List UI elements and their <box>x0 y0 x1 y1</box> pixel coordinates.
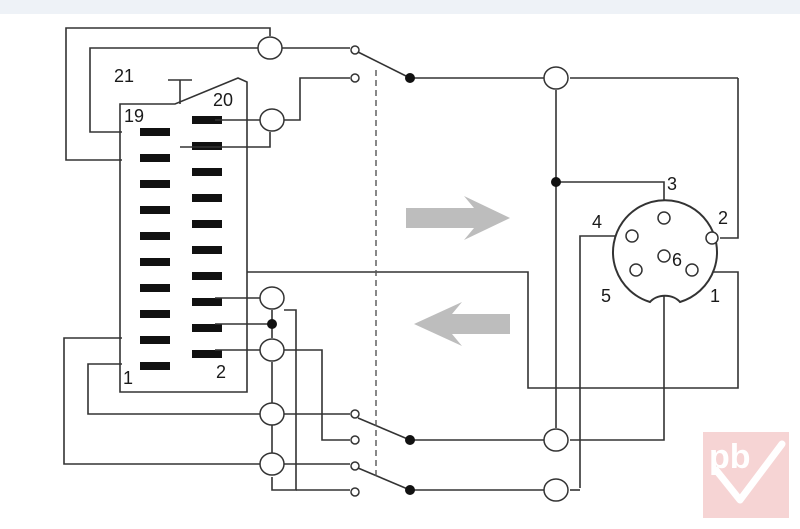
din-pin-5 <box>629 263 643 277</box>
scart-pin21-label: 21 <box>114 66 134 86</box>
wire-pin2 <box>63 337 262 465</box>
shield-ring <box>543 478 569 502</box>
shield-rings <box>257 36 569 502</box>
switch-contact <box>350 435 360 445</box>
scart-pin <box>192 142 222 150</box>
scart-pin20-label: 20 <box>213 90 233 110</box>
scart-pin <box>140 232 170 240</box>
scart-pin <box>140 362 170 370</box>
logo-text: pb <box>709 438 751 476</box>
scart-pin <box>192 246 222 254</box>
scart-pin <box>192 298 222 306</box>
scart-pin <box>140 206 170 214</box>
scart-connector <box>119 77 248 393</box>
scart-pin <box>192 324 222 332</box>
shield-ring <box>259 286 285 310</box>
switch-mid-blade <box>357 417 411 441</box>
checkmark-icon <box>712 440 786 504</box>
junction-dot <box>551 177 561 187</box>
scart-pin <box>140 258 170 266</box>
shield-ring <box>543 428 569 452</box>
din-pin4-label: 4 <box>592 212 602 232</box>
din-pin-2 <box>705 231 719 245</box>
scart-outline <box>119 77 248 393</box>
junction-dot <box>405 435 415 445</box>
din-pin1-label: 1 <box>710 286 720 306</box>
switch-contact <box>350 487 360 497</box>
wire-to-din-pin1 <box>247 271 739 389</box>
din-pin5-label: 5 <box>601 286 611 306</box>
junction-dot <box>405 73 415 83</box>
scart-pin <box>192 350 222 358</box>
din-connector <box>612 199 719 304</box>
shield-ring <box>259 402 285 426</box>
wire-outer-loop-top <box>65 27 271 161</box>
junction-dots <box>267 73 561 495</box>
shield-ring <box>259 108 285 132</box>
switch-top-blade <box>357 51 411 79</box>
din-pin-6 <box>657 249 671 263</box>
scart-pin <box>140 284 170 292</box>
switch-contact <box>350 45 360 55</box>
junction-dot <box>405 485 415 495</box>
wire-lower-to-switch2 <box>284 349 350 441</box>
din-pin3-label: 3 <box>667 174 677 194</box>
wire-to-din-pin2 <box>720 78 739 239</box>
scart-pin <box>140 336 170 344</box>
scart-pin <box>192 168 222 176</box>
top-band <box>0 0 800 14</box>
din-pin6-label: 6 <box>672 250 682 270</box>
scart-pin <box>192 272 222 280</box>
scart-pin <box>140 180 170 188</box>
switch-contact <box>350 73 360 83</box>
shield-ring <box>259 452 285 476</box>
scart-pin <box>192 194 222 202</box>
wire-pin1 <box>87 363 262 415</box>
scart-pin <box>140 310 170 318</box>
din-pin2-label: 2 <box>718 208 728 228</box>
scart-pin19-label: 19 <box>124 106 144 126</box>
din-pin-3 <box>657 211 671 225</box>
arrow-right-icon <box>406 196 510 240</box>
scart-pin <box>192 116 222 124</box>
wire-pin20-ground <box>180 132 271 148</box>
din-pin-1 <box>685 263 699 277</box>
scart-pin1-label: 1 <box>123 368 133 388</box>
arrow-left-icon <box>414 302 510 346</box>
wire-pin20-to-switch <box>284 77 350 121</box>
shield-ring <box>543 66 569 90</box>
pb-logo: pb <box>703 432 789 518</box>
scart-pins <box>140 116 222 370</box>
scart-pin <box>192 220 222 228</box>
scart-pin <box>140 128 170 136</box>
shield-ring <box>259 338 285 362</box>
scart-pin <box>140 154 170 162</box>
din-pin-4 <box>625 229 639 243</box>
switch-contacts <box>350 45 360 497</box>
wire-to-din-pin6 <box>570 262 665 441</box>
wire-pin19 <box>89 47 258 133</box>
switch-contact <box>350 461 360 471</box>
junction-dot <box>267 319 277 329</box>
switch-contact <box>350 409 360 419</box>
switch-bottom-blade <box>357 467 411 491</box>
shield-ring <box>257 36 283 60</box>
scart-pin2-label: 2 <box>216 362 226 382</box>
